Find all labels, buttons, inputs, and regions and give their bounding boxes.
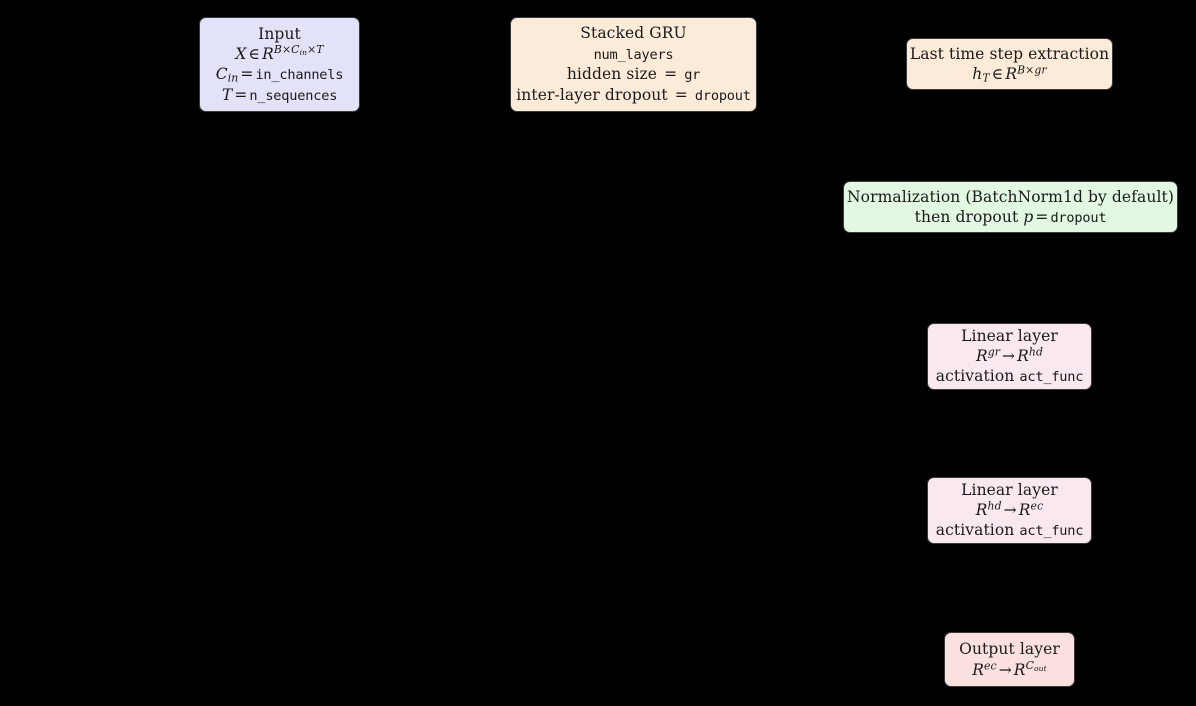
linear-layer-2-block-line-1: Linear layer bbox=[961, 481, 1058, 500]
stacked-gru-block-line-4: inter-layer dropout = dropout bbox=[516, 85, 751, 104]
linear-layer-1-block-line-3: activation act_func bbox=[935, 367, 1084, 386]
normalization-block: Normalization (BatchNorm1d by default)th… bbox=[843, 181, 1178, 233]
output-layer-block-line-2: Rec→RCout bbox=[972, 658, 1047, 679]
output-layer-block-line-1: Output layer bbox=[959, 640, 1060, 659]
stacked-gru-block-line-3: hidden size = gr bbox=[566, 65, 701, 84]
input-block-line-2: X∈RB×Cin×T bbox=[235, 43, 324, 63]
input-block-line-1: Input bbox=[258, 24, 301, 43]
linear-layer-2-block-line-3: activation act_func bbox=[935, 521, 1084, 540]
last-time-step-block-line-2: hT∈RB×gr bbox=[972, 63, 1047, 85]
linear-layer-1-block-line-2: Rgr→Rhd bbox=[975, 345, 1044, 366]
last-time-step-block-line-1: Last time step extraction bbox=[909, 44, 1110, 63]
linear-layer-1-block-line-1: Linear layer bbox=[961, 327, 1058, 346]
normalization-block-line-2: then dropout p=dropout bbox=[914, 207, 1107, 226]
normalization-block-line-1: Normalization (BatchNorm1d by default) bbox=[847, 187, 1174, 206]
linear-layer-2-block-line-2: Rhd→Rec bbox=[975, 499, 1044, 520]
input-block-line-4: T=n_sequences bbox=[221, 85, 338, 104]
stacked-gru-block-line-2: num_layers bbox=[593, 46, 674, 63]
stacked-gru-block-line-1: Stacked GRU bbox=[580, 24, 687, 43]
input-block-line-3: Cin=in_channels bbox=[215, 64, 344, 85]
